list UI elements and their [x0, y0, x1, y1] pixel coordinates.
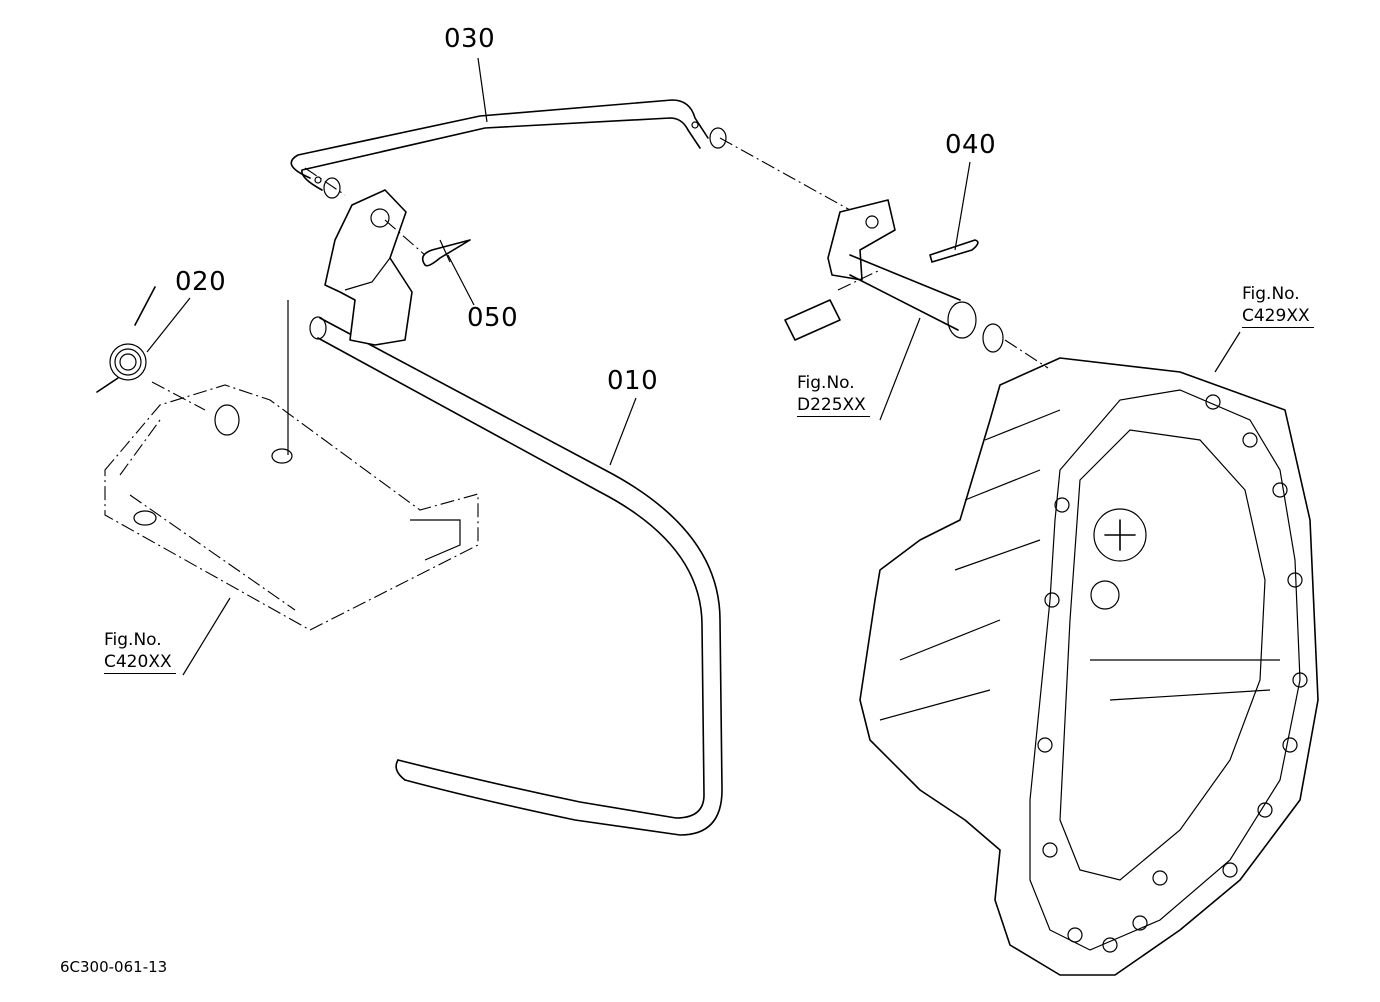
base-plate	[104, 300, 479, 631]
rod-bracket	[324, 189, 413, 346]
callout-040: 040	[945, 130, 997, 160]
callout-010: 010	[607, 366, 659, 396]
part-010-rod	[309, 316, 723, 836]
part-030-link	[290, 99, 727, 199]
fig-ref-c420-line2: C420XX	[104, 651, 176, 674]
fig-ref-d225-line1: Fig.No.	[797, 373, 855, 393]
fig-ref-c429-line2: C429XX	[1242, 305, 1314, 328]
fig-ref-d225: Fig.No. D225XX	[797, 372, 870, 417]
fig-ref-c429-line1: Fig.No.	[1242, 284, 1300, 304]
leader-lines	[146, 57, 1241, 676]
transmission-housing	[859, 357, 1319, 976]
assembly-lines	[151, 137, 1049, 411]
part-020-spring	[96, 286, 156, 393]
callout-020: 020	[175, 267, 227, 297]
fig-ref-c420-line1: Fig.No.	[104, 630, 162, 650]
fig-ref-c429: Fig.No. C429XX	[1242, 283, 1314, 328]
callout-030: 030	[444, 24, 496, 54]
part-040-pin	[784, 199, 1004, 353]
fig-ref-c420: Fig.No. C420XX	[104, 629, 176, 674]
part-050-clip	[421, 239, 471, 267]
drawing-code: 6C300-061-13	[60, 958, 168, 976]
fig-ref-d225-line2: D225XX	[797, 394, 870, 417]
callout-050: 050	[467, 303, 519, 333]
